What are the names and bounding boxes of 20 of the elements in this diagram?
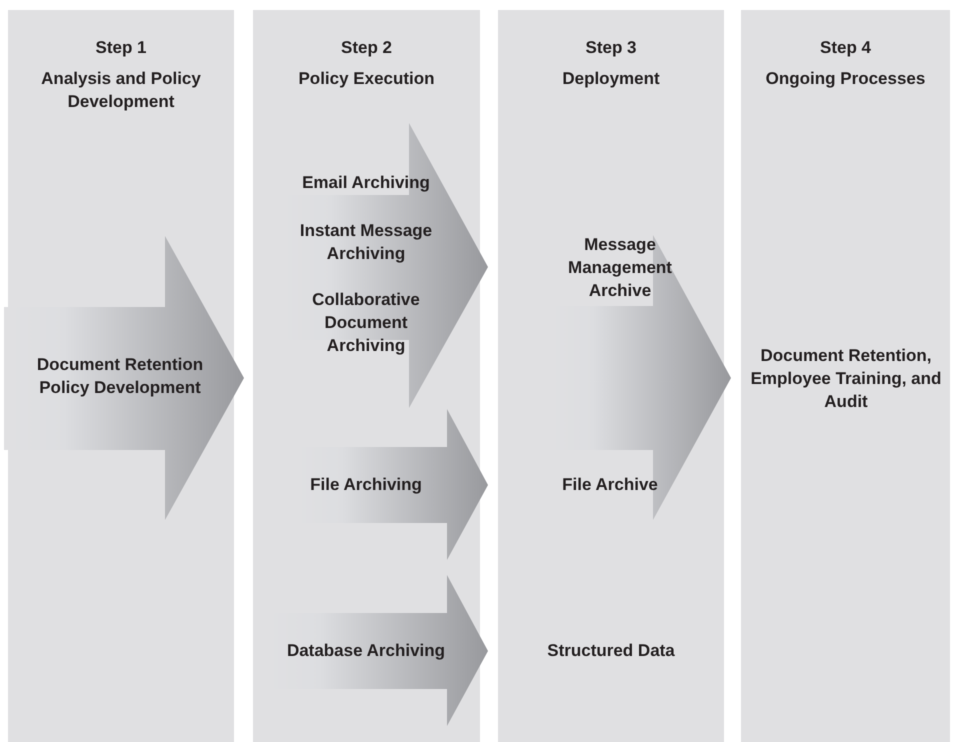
step-item-text: Instant Message Archiving bbox=[286, 219, 446, 265]
column-band bbox=[741, 10, 950, 742]
step-item-text: Email Archiving bbox=[291, 171, 441, 194]
step-item-text: Database Archiving bbox=[271, 639, 461, 662]
step-item-text: Document Retention, Employee Training, and Audit bbox=[744, 344, 948, 413]
step-item-text: Message Management Archive bbox=[562, 233, 678, 302]
step-item-text: Document Retention Policy Development bbox=[12, 353, 228, 399]
step-item-text: Collaborative Document Archiving bbox=[301, 288, 431, 357]
step-number: Step 1 bbox=[95, 37, 147, 59]
step-item-text: File Archive bbox=[555, 473, 665, 496]
step-number: Step 2 bbox=[340, 37, 392, 59]
step-item-text: File Archiving bbox=[301, 473, 431, 496]
step-heading: Ongoing Processes bbox=[766, 68, 926, 90]
step-heading: Policy Execution bbox=[298, 68, 435, 90]
step-heading: Analysis and Policy Development bbox=[40, 68, 202, 113]
step-item-text: Structured Data bbox=[536, 639, 686, 662]
block-arrow bbox=[4, 236, 244, 520]
step-heading: Deployment bbox=[562, 68, 660, 90]
step-number: Step 4 bbox=[820, 37, 872, 59]
step-number: Step 3 bbox=[585, 37, 637, 59]
